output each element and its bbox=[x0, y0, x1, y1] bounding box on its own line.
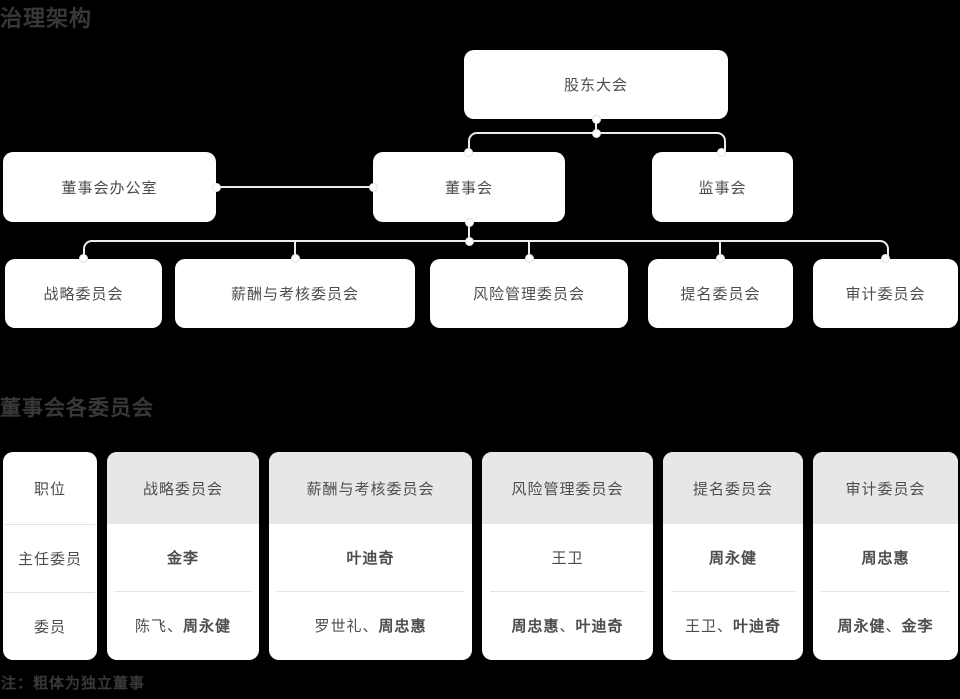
table-cell-names: 陈飞、周永健 bbox=[107, 592, 259, 659]
connector-elbow bbox=[715, 132, 726, 154]
connector-line bbox=[719, 240, 721, 259]
connector-dot bbox=[716, 254, 725, 263]
table-header-cell: 薪酬与考核委员会 bbox=[269, 452, 472, 524]
org-node-strategy-committee: 战略委员会 bbox=[5, 259, 162, 328]
table-header-cell: 职位 bbox=[33, 480, 66, 498]
director-name: 陈飞 bbox=[134, 618, 167, 635]
org-node-board-of-directors: 董事会 bbox=[373, 152, 565, 222]
table-cell-row-label: 委员 bbox=[33, 619, 66, 636]
director-name: 金李 bbox=[166, 550, 199, 567]
connector-dot bbox=[291, 254, 300, 263]
table-cell-names: 周永健 bbox=[663, 524, 803, 591]
table-cell-names: 王卫、叶迪奇 bbox=[663, 592, 803, 659]
director-name: 周永健 bbox=[837, 618, 886, 635]
connector-dot bbox=[464, 148, 473, 157]
connector-dot bbox=[79, 254, 88, 263]
connector-line bbox=[216, 186, 373, 188]
connector-dot bbox=[592, 115, 601, 124]
org-node-supervisory-board: 监事会 bbox=[652, 152, 793, 222]
table-column-committee: 风险管理委员会王卫周忠惠、叶迪奇 bbox=[482, 452, 653, 660]
table-column-position: 职位 主任委员 委员 bbox=[3, 452, 97, 660]
director-name: 罗世礼 bbox=[314, 618, 363, 635]
org-node-risk-committee: 风险管理委员会 bbox=[430, 259, 628, 328]
table-column-committee: 战略委员会金李陈飞、周永健 bbox=[107, 452, 259, 660]
connector-elbow bbox=[83, 240, 94, 261]
row-separator bbox=[5, 592, 95, 593]
row-separator bbox=[490, 591, 645, 592]
table-cell-names: 罗世礼、周忠惠 bbox=[269, 592, 472, 659]
table-header-cell: 战略委员会 bbox=[107, 452, 259, 524]
connector-dot bbox=[465, 218, 474, 227]
row-separator bbox=[277, 591, 464, 592]
table-cell-names: 王卫 bbox=[482, 524, 653, 591]
director-name: 叶迪奇 bbox=[346, 550, 395, 567]
director-name: 周忠惠 bbox=[378, 618, 427, 635]
table-header-cell: 审计委员会 bbox=[813, 452, 958, 524]
director-name: 金李 bbox=[901, 618, 934, 635]
table-cell-names: 周忠惠、叶迪奇 bbox=[482, 592, 653, 659]
table-cell-names: 金李 bbox=[107, 524, 259, 591]
footnote: 注：粗体为独立董事 bbox=[1, 675, 146, 692]
table-column-committee: 薪酬与考核委员会叶迪奇罗世礼、周忠惠 bbox=[269, 452, 472, 660]
director-name: 叶迪奇 bbox=[575, 618, 624, 635]
connector-dot bbox=[525, 254, 534, 263]
committees-section-title: 董事会各委员会 bbox=[0, 397, 154, 420]
director-name: 周永健 bbox=[183, 618, 232, 635]
row-separator bbox=[115, 591, 251, 592]
row-separator bbox=[821, 591, 950, 592]
connector-dot bbox=[212, 183, 221, 192]
connector-line bbox=[468, 222, 470, 241]
table-cell-names: 周忠惠 bbox=[813, 524, 958, 591]
director-name: 周永健 bbox=[708, 550, 757, 567]
table-cell-names: 周永健、金李 bbox=[813, 592, 958, 659]
org-node-shareholders-meeting: 股东大会 bbox=[464, 50, 728, 119]
committee-table: 职位 主任委员 委员 战略委员会金李陈飞、周永健薪酬与考核委员会叶迪奇罗世礼、周… bbox=[3, 452, 958, 660]
connector-dot bbox=[592, 129, 601, 138]
org-node-nomination-committee: 提名委员会 bbox=[648, 259, 793, 328]
row-separator bbox=[671, 591, 795, 592]
connector-dot bbox=[369, 183, 378, 192]
org-node-remuneration-committee: 薪酬与考核委员会 bbox=[175, 259, 415, 328]
governance-section-title: 治理架构 bbox=[0, 6, 93, 31]
connector-line bbox=[92, 240, 878, 242]
org-node-audit-committee: 审计委员会 bbox=[813, 259, 958, 328]
connector-dot bbox=[717, 148, 726, 157]
table-header-cell: 提名委员会 bbox=[663, 452, 803, 524]
director-name: 叶迪奇 bbox=[733, 618, 782, 635]
table-column-committee: 审计委员会周忠惠周永健、金李 bbox=[813, 452, 958, 660]
connector-dot bbox=[465, 237, 474, 246]
director-name: 王卫 bbox=[551, 550, 584, 567]
table-header-cell: 风险管理委员会 bbox=[482, 452, 653, 524]
table-column-committee: 提名委员会周永健王卫、叶迪奇 bbox=[663, 452, 803, 660]
connector-line bbox=[294, 240, 296, 259]
connector-elbow bbox=[468, 132, 479, 154]
table-cell-names: 叶迪奇 bbox=[269, 524, 472, 591]
org-node-board-office: 董事会办公室 bbox=[3, 152, 216, 222]
director-name: 王卫 bbox=[684, 618, 717, 635]
director-name: 周忠惠 bbox=[511, 618, 560, 635]
connector-elbow bbox=[878, 240, 889, 261]
director-name: 周忠惠 bbox=[861, 550, 910, 567]
table-cell-row-label: 主任委员 bbox=[17, 551, 82, 568]
connector-dot bbox=[881, 254, 890, 263]
row-separator bbox=[5, 524, 95, 525]
connector-line bbox=[595, 119, 597, 133]
connector-line bbox=[528, 240, 530, 259]
